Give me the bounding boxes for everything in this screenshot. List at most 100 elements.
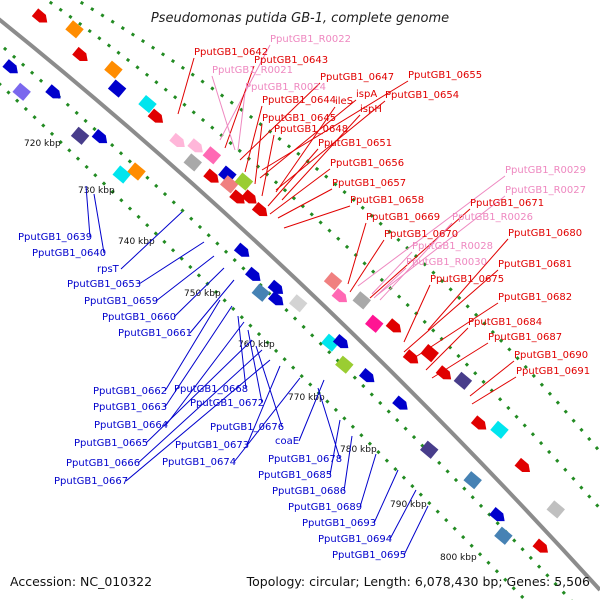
gene-features bbox=[2, 8, 565, 553]
label-leader bbox=[343, 435, 353, 492]
guide-track-3 bbox=[74, 0, 600, 455]
gene-label: PputGB1_0666 bbox=[66, 458, 140, 469]
gene-label: PputGB1_R0026 bbox=[452, 212, 533, 223]
label-leader bbox=[371, 251, 413, 295]
gene-label: PputGB1_0648 bbox=[274, 124, 348, 135]
map-title: Pseudomonas putida GB-1, complete genome bbox=[151, 11, 449, 26]
gene-label: PputGB1_0678 bbox=[268, 454, 342, 465]
label-leader bbox=[357, 175, 506, 287]
gene-label: PputGB1_0682 bbox=[498, 292, 572, 303]
label-leader bbox=[379, 222, 453, 301]
feature-block bbox=[107, 79, 127, 98]
gene-label: PputGB1_0674 bbox=[162, 457, 236, 468]
kbp-tick-label: 770 kbp bbox=[288, 393, 325, 403]
label-leader bbox=[120, 211, 183, 270]
feature-block bbox=[453, 371, 473, 390]
gene-label: PputGB1_R0022 bbox=[270, 34, 351, 45]
feature-block bbox=[219, 175, 239, 194]
gene-label: PputGB1_0651 bbox=[318, 138, 392, 149]
gene-label: PputGB1_0667 bbox=[54, 476, 128, 487]
gene-label: ispA bbox=[356, 89, 377, 100]
label-leader bbox=[431, 342, 489, 379]
feature-block bbox=[202, 146, 222, 165]
feature-arrow bbox=[332, 334, 349, 349]
gene-label: PputGB1_0690 bbox=[514, 350, 588, 361]
label-leader bbox=[155, 255, 215, 302]
gene-label: PputGB1_0693 bbox=[302, 518, 376, 529]
label-leader bbox=[164, 305, 233, 408]
feature-arrow bbox=[331, 288, 348, 303]
feature-arrow bbox=[392, 395, 408, 410]
kbp-tick-label: 780 kbp bbox=[340, 445, 377, 455]
label-leader bbox=[425, 327, 469, 371]
feature-arrow bbox=[435, 365, 452, 380]
label-leader bbox=[275, 106, 336, 193]
gene-label: PputGB1_0691 bbox=[516, 366, 590, 377]
label-leader bbox=[283, 205, 351, 229]
gene-label: PputGB1_0663 bbox=[93, 402, 167, 413]
feature-block bbox=[112, 165, 131, 184]
label-leader bbox=[298, 379, 325, 442]
label-leader bbox=[413, 302, 499, 359]
gene-label: PputGB1_0673 bbox=[175, 440, 249, 451]
label-leaders bbox=[85, 44, 517, 556]
gene-label: PputGB1_R0029 bbox=[505, 165, 586, 176]
gene-label: PputGB1_0643 bbox=[254, 55, 328, 66]
label-leader bbox=[369, 208, 471, 299]
gene-label: PputGB1_0656 bbox=[330, 158, 404, 169]
gene-label: PputGB1_0644 bbox=[262, 95, 336, 106]
gene-label: PputGB1_0645 bbox=[262, 113, 336, 124]
gene-label: PputGB1_0662 bbox=[93, 386, 167, 397]
kbp-tick-label: 750 kbp bbox=[184, 289, 221, 299]
gene-label: coaE bbox=[275, 436, 299, 447]
feature-arrow bbox=[514, 457, 531, 473]
feature-block bbox=[321, 333, 340, 352]
feature-block bbox=[70, 126, 90, 145]
gene-label: PputGB1_0687 bbox=[488, 332, 562, 343]
label-leader bbox=[277, 188, 333, 219]
label-leader bbox=[469, 360, 515, 397]
feature-block bbox=[352, 291, 371, 310]
gene-label: PputGB1_0676 bbox=[210, 422, 284, 433]
label-leader bbox=[145, 339, 253, 444]
feature-arrow bbox=[31, 8, 48, 23]
feature-block bbox=[127, 162, 146, 181]
kbp-tick-label: 740 kbp bbox=[118, 237, 155, 247]
gene-label: PputGB1_0657 bbox=[332, 178, 406, 189]
feature-arrow bbox=[233, 242, 250, 257]
gene-label: PputGB1_0672 bbox=[190, 398, 264, 409]
gene-label: PputGB1_0659 bbox=[84, 296, 158, 307]
gene-label: PputGB1_0640 bbox=[32, 248, 106, 259]
feature-block bbox=[463, 471, 482, 490]
gene-label: PputGB1_0653 bbox=[67, 279, 141, 290]
genome-summary-text: Topology: circular; Length: 6,078,430 bp… bbox=[246, 574, 590, 589]
label-leader bbox=[246, 365, 281, 446]
label-leader bbox=[177, 57, 195, 115]
feature-arrow bbox=[358, 368, 375, 383]
label-leader bbox=[373, 469, 399, 524]
label-leader bbox=[269, 168, 331, 215]
label-leader bbox=[165, 321, 245, 426]
gene-label: PputGB1_R0030 bbox=[406, 257, 487, 268]
feature-block bbox=[323, 272, 343, 291]
label-leader bbox=[244, 105, 263, 173]
gene-label: PputGB1_0647 bbox=[320, 72, 394, 83]
kbp-tick-label: 730 kbp bbox=[78, 186, 115, 196]
feature-arrow bbox=[245, 266, 261, 281]
gene-label: PputGB1_0680 bbox=[508, 228, 582, 239]
label-leader bbox=[349, 239, 385, 293]
gene-label: PputGB1_0668 bbox=[174, 384, 248, 395]
gene-label: PputGB1_0695 bbox=[332, 550, 406, 561]
feature-block bbox=[546, 500, 565, 519]
label-leader bbox=[427, 238, 509, 331]
label-leader bbox=[237, 92, 246, 151]
gene-label: PputGB1_0671 bbox=[470, 198, 544, 209]
label-leader bbox=[125, 359, 271, 482]
label-leader bbox=[373, 267, 407, 299]
feature-block bbox=[490, 420, 509, 439]
feature-block bbox=[335, 355, 354, 374]
feature-block bbox=[65, 20, 84, 39]
gene-label: PputGB1_0675 bbox=[430, 274, 504, 285]
gene-label: PputGB1_0661 bbox=[118, 328, 192, 339]
